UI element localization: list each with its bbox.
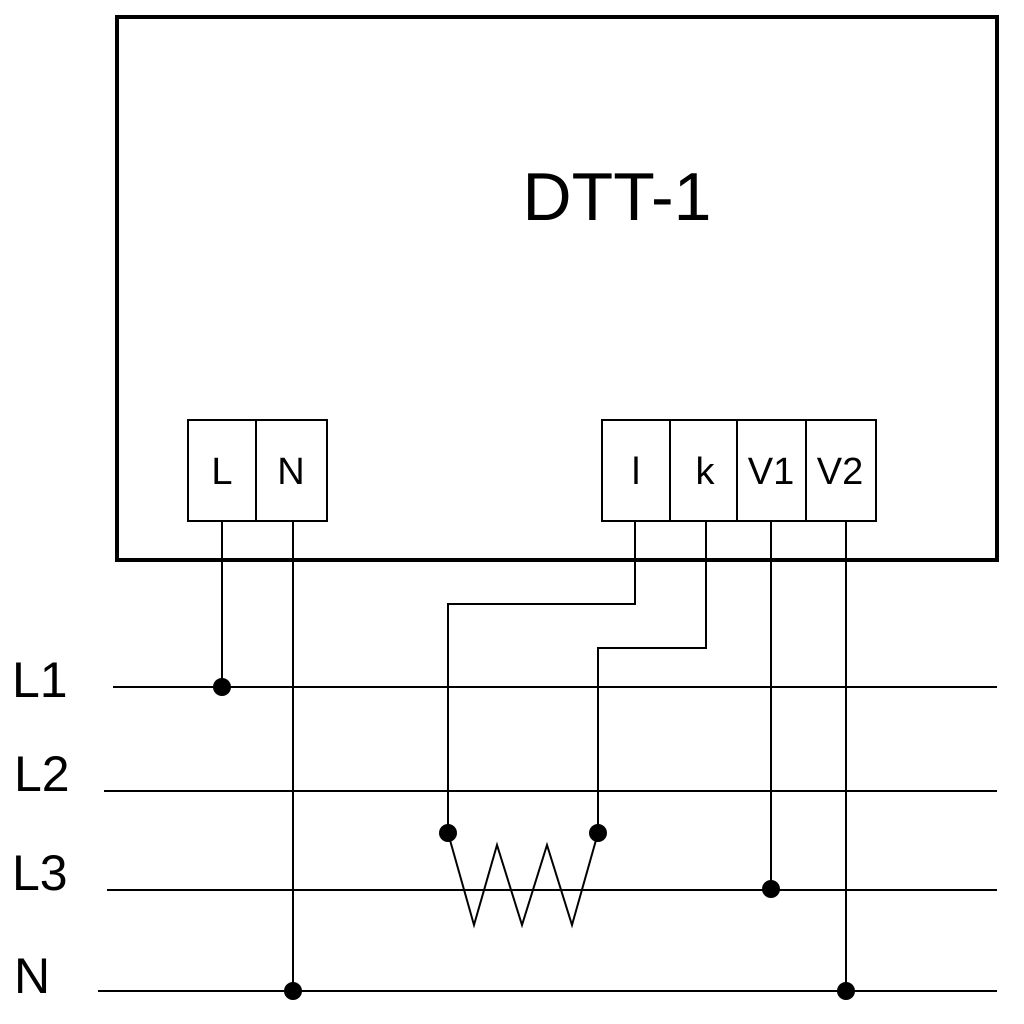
terminal-k-label: k xyxy=(696,451,716,493)
terminal-L-label: L xyxy=(211,451,232,493)
current-transformer-coil xyxy=(447,832,599,929)
terminal-N-label: N xyxy=(277,451,304,493)
wire-k-to-ct xyxy=(597,521,707,833)
terminal-V1-label: V1 xyxy=(748,451,794,493)
line-L2-label: L2 xyxy=(14,746,70,802)
device-title: DTT-1 xyxy=(523,159,712,235)
line-L3-label: L3 xyxy=(12,845,68,901)
junction-N-right xyxy=(837,982,855,1000)
power-terminal-block: L N xyxy=(187,419,328,522)
junction-L1 xyxy=(213,678,231,696)
terminal-V2 xyxy=(805,419,877,522)
junction-N-left xyxy=(284,982,302,1000)
terminal-N xyxy=(255,419,328,522)
line-N-label: N xyxy=(14,948,50,1004)
device-enclosure xyxy=(115,15,999,562)
terminal-l-label: l xyxy=(632,451,640,493)
junction-L3 xyxy=(762,880,780,898)
wire-l-to-ct xyxy=(447,521,636,833)
terminal-V2-label: V2 xyxy=(817,451,863,493)
line-L1-label: L1 xyxy=(12,652,68,708)
junction-ct-k xyxy=(589,824,607,842)
junction-ct-l xyxy=(439,824,457,842)
measurement-terminal-block: l k V1 V2 xyxy=(601,419,877,522)
terminal-k xyxy=(669,419,738,522)
